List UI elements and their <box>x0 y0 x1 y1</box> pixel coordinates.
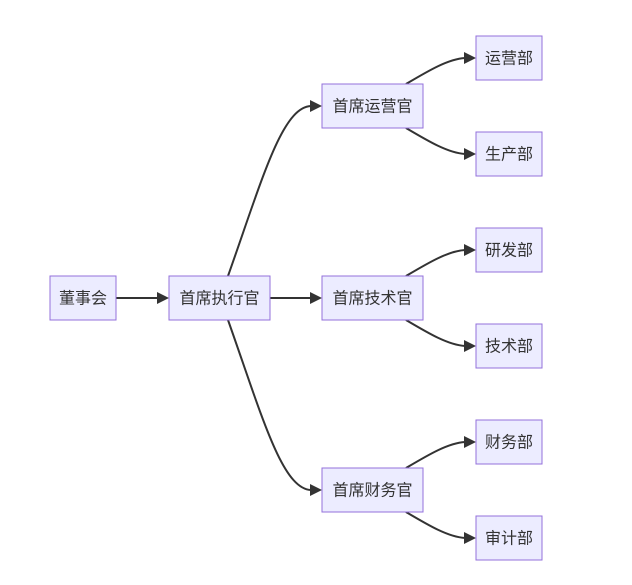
node-box-operations <box>475 35 543 81</box>
node-box-production <box>475 131 543 177</box>
node-box-finance <box>475 419 543 465</box>
arrowhead-board-ceo <box>157 292 169 304</box>
node-cto: 首席技术官 <box>321 275 424 321</box>
node-label-technology: 技术部 <box>485 337 533 356</box>
node-label-finance: 财务部 <box>485 433 533 452</box>
node-box-cto <box>321 275 424 321</box>
node-rnd: 研发部 <box>475 227 543 273</box>
node-box-board <box>49 275 117 321</box>
node-label-ceo: 首席执行官 <box>179 289 259 308</box>
node-box-rnd <box>475 227 543 273</box>
node-board: 董事会 <box>49 275 117 321</box>
node-box-cfo <box>321 467 424 513</box>
edge-cfo-finance <box>405 441 466 469</box>
node-coo: 首席运营官 <box>321 83 424 129</box>
node-label-cfo: 首席财务官 <box>332 481 412 500</box>
arrowhead-cfo-finance <box>464 436 476 448</box>
node-label-operations: 运营部 <box>485 49 533 68</box>
node-label-cto: 首席技术官 <box>332 289 412 308</box>
node-box-technology <box>475 323 543 369</box>
edge-cfo-audit <box>405 511 466 539</box>
edge-cto-rnd <box>405 249 466 277</box>
node-finance: 财务部 <box>475 419 543 465</box>
edge-coo-production <box>405 127 466 155</box>
arrowhead-ceo-cfo <box>310 484 322 496</box>
node-ceo: 首席执行官 <box>168 275 271 321</box>
node-label-production: 生产部 <box>485 145 533 164</box>
edge-cto-technology <box>405 319 466 347</box>
edges-layer <box>116 52 476 544</box>
arrowhead-cfo-audit <box>464 532 476 544</box>
arrowhead-cto-rnd <box>464 244 476 256</box>
node-box-coo <box>321 83 424 129</box>
arrowhead-coo-production <box>464 148 476 160</box>
edge-coo-operations <box>405 57 466 85</box>
node-label-audit: 审计部 <box>485 529 533 548</box>
arrowhead-ceo-coo <box>310 100 322 112</box>
edge-ceo-cfo <box>227 319 312 491</box>
arrowhead-coo-operations <box>464 52 476 64</box>
node-label-coo: 首席运营官 <box>332 97 412 116</box>
node-operations: 运营部 <box>475 35 543 81</box>
arrowhead-cto-technology <box>464 340 476 352</box>
node-cfo: 首席财务官 <box>321 467 424 513</box>
node-technology: 技术部 <box>475 323 543 369</box>
node-label-board: 董事会 <box>59 289 107 308</box>
node-box-ceo <box>168 275 271 321</box>
node-audit: 审计部 <box>475 515 543 561</box>
arrowhead-ceo-cto <box>310 292 322 304</box>
node-production: 生产部 <box>475 131 543 177</box>
nodes-layer: 董事会 首席执行官 首席运营官 首席技术官 首席财务官 运营部 生产部 <box>49 35 543 561</box>
node-label-rnd: 研发部 <box>485 241 533 260</box>
edge-ceo-coo <box>227 105 312 277</box>
node-box-audit <box>475 515 543 561</box>
